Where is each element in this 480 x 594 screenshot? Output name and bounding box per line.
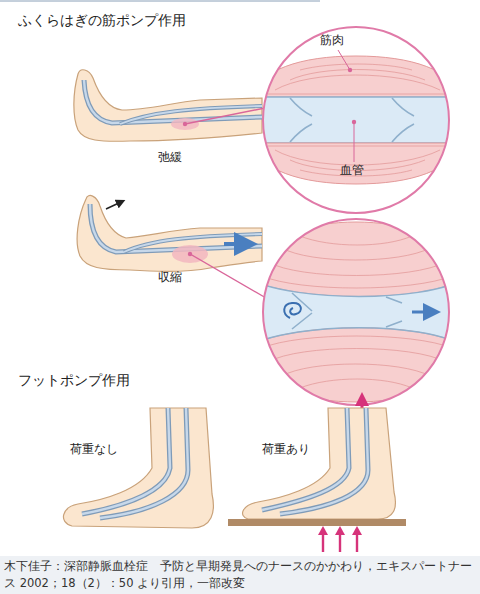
muscle <box>250 328 462 402</box>
part-label: 筋肉 <box>320 33 344 47</box>
muscle <box>250 222 462 297</box>
arrow-head <box>318 526 328 535</box>
calf-muscle <box>172 245 208 263</box>
load-arrow <box>322 533 324 552</box>
vein-inner <box>100 408 188 518</box>
state-label: 収縮 <box>158 270 182 284</box>
zoom-leader <box>190 254 266 298</box>
leader-dot <box>188 252 192 256</box>
flow-arrow <box>224 242 246 246</box>
vein <box>280 408 368 514</box>
foot-outline <box>63 408 213 528</box>
muscle <box>250 143 462 184</box>
leg-contracted <box>77 195 262 271</box>
muscle <box>250 56 462 97</box>
flex-arrow <box>106 202 121 209</box>
top-rule <box>0 1 320 2</box>
vessel-wall <box>250 328 462 345</box>
vessel-wall <box>250 96 465 98</box>
flow-arrow <box>412 311 432 314</box>
part-label: 血管 <box>340 163 364 177</box>
leg-relaxed <box>74 70 262 142</box>
part-leader <box>338 50 350 70</box>
floor-plank <box>228 519 406 526</box>
section-heading: フットポンプ作用 <box>18 372 130 389</box>
vein <box>90 204 262 252</box>
zoom-ring <box>263 27 449 213</box>
arrow-head <box>352 526 362 535</box>
source-caption: 木下佳子：深部静脈血栓症 予防と早期発見へのナースのかかわり，エキスパートナース… <box>0 556 480 594</box>
vein <box>84 80 262 123</box>
arrow-head <box>335 526 345 535</box>
zoom-content <box>250 222 462 402</box>
arrow-head <box>355 392 369 406</box>
leader-dot <box>348 68 352 72</box>
foot-outline <box>243 408 396 519</box>
zoom-ring <box>263 219 449 405</box>
foot-loaded <box>228 408 406 552</box>
load-arrow <box>356 533 358 552</box>
muscle-fibers <box>262 236 452 288</box>
load-arrow <box>339 533 341 552</box>
muscle-fibers <box>262 336 452 388</box>
foot-unloaded <box>63 408 213 528</box>
zoom-leader <box>185 108 265 124</box>
zoom-content <box>250 56 465 184</box>
vein <box>262 408 349 510</box>
valve <box>290 98 312 142</box>
vein-inner <box>90 204 262 252</box>
leader-dot <box>183 122 187 126</box>
state-label: 弛緩 <box>158 150 182 164</box>
part-leader <box>354 122 355 162</box>
vein-inner <box>84 80 262 123</box>
leg-outline <box>74 70 262 142</box>
vein <box>100 408 188 518</box>
leg-outline <box>77 195 262 271</box>
state-label: 荷重あり <box>262 442 310 456</box>
vessel-wall <box>250 280 462 297</box>
valve-open <box>386 297 402 327</box>
zoom-relaxed <box>250 27 465 213</box>
reflux-swirl <box>284 303 301 318</box>
calf-muscle <box>171 118 199 130</box>
leader-dot <box>352 120 356 124</box>
vein-inner <box>280 408 368 514</box>
valve-closed <box>292 293 312 329</box>
section-heading: ふくらはぎの筋ポンプ作用 <box>18 12 186 29</box>
muscle-fibers <box>268 64 448 94</box>
state-label: 荷重なし <box>70 442 118 456</box>
vein-inner <box>82 408 170 514</box>
valve <box>392 98 414 142</box>
vessel <box>250 97 465 143</box>
vein-inner <box>262 408 349 510</box>
vein <box>82 408 170 514</box>
zoom-contracted <box>250 219 462 405</box>
